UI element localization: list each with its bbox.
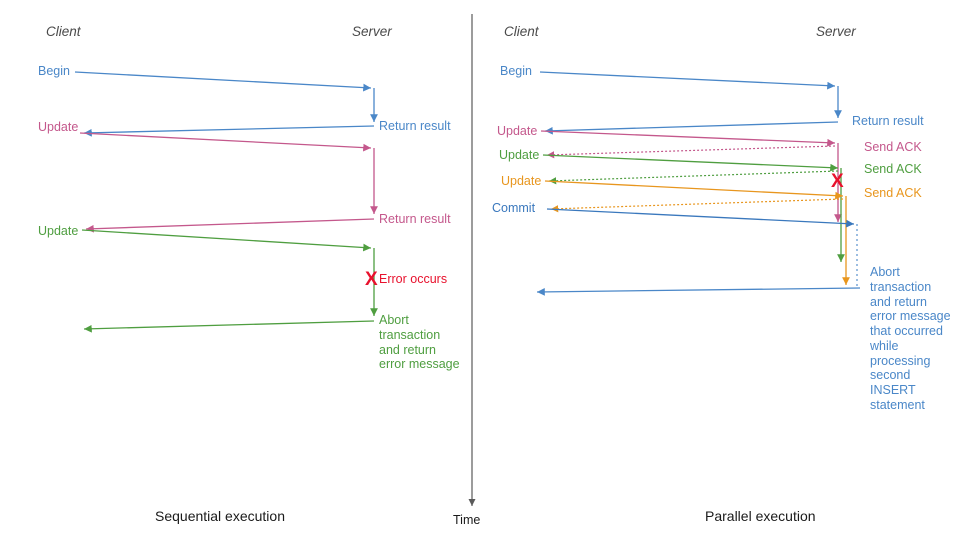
right-arrow-update3-ack bbox=[550, 198, 844, 213]
right-arrow-commit-reply bbox=[536, 287, 861, 296]
right-arrow-commit-request bbox=[546, 208, 855, 228]
left-arrow-update1-request bbox=[79, 132, 372, 152]
right-arrow-update1-request bbox=[540, 130, 836, 147]
left-error-x-icon: X bbox=[365, 269, 378, 290]
right-reply-label-update-3: Send ACK bbox=[864, 186, 922, 200]
right-reply-label-update-1: Send ACK bbox=[864, 140, 922, 154]
right-caption: Parallel execution bbox=[705, 508, 816, 524]
left-arrow-update1-reply bbox=[85, 218, 375, 233]
right-lane-header-client: Client bbox=[504, 24, 539, 39]
right-error-x-icon: X bbox=[831, 171, 844, 192]
right-reply-label-begin: Return result bbox=[852, 114, 924, 128]
left-reply-label-begin: Return result bbox=[379, 119, 451, 133]
left-caption: Sequential execution bbox=[155, 508, 285, 524]
left-error-label: Error occurs bbox=[379, 272, 448, 286]
right-lane-header-server: Server bbox=[816, 24, 856, 39]
right-reply-label-update-2: Send ACK bbox=[864, 162, 922, 176]
right-arrow-begin-reply bbox=[544, 121, 839, 135]
right-arrow-update1-ack bbox=[546, 145, 836, 159]
left-msg-label-update-1: Update bbox=[38, 120, 79, 134]
left-reply-label-update-2: Abort transaction and return error messa… bbox=[379, 313, 460, 372]
left-reply-label-update-1: Return result bbox=[379, 212, 451, 226]
right-arrow-update3-request bbox=[544, 180, 844, 200]
right-msg-label-update-3: Update bbox=[501, 174, 542, 188]
right-msg-label-update-1: Update bbox=[497, 124, 538, 138]
left-msg-label-update-2: Update bbox=[38, 224, 79, 238]
left-msg-label-begin: Begin bbox=[38, 64, 70, 78]
right-arrow-begin-request bbox=[539, 71, 836, 90]
right-arrow-update2-ack bbox=[548, 170, 839, 185]
left-lane-header-server: Server bbox=[352, 24, 392, 39]
right-reply-label-commit: Abort transaction and return error messa… bbox=[870, 265, 951, 412]
left-arrow-begin-reply bbox=[83, 125, 375, 137]
right-arrow-update2-request bbox=[542, 154, 839, 172]
left-lane-header-client: Client bbox=[46, 24, 81, 39]
left-arrow-begin-request bbox=[74, 71, 372, 92]
left-arrow-update2-reply bbox=[83, 320, 375, 333]
right-msg-label-commit: Commit bbox=[492, 201, 536, 215]
right-msg-label-begin: Begin bbox=[500, 64, 532, 78]
right-msg-label-update-2: Update bbox=[499, 148, 540, 162]
time-axis-label: Time bbox=[453, 513, 481, 527]
left-arrow-update2-request bbox=[81, 229, 372, 252]
